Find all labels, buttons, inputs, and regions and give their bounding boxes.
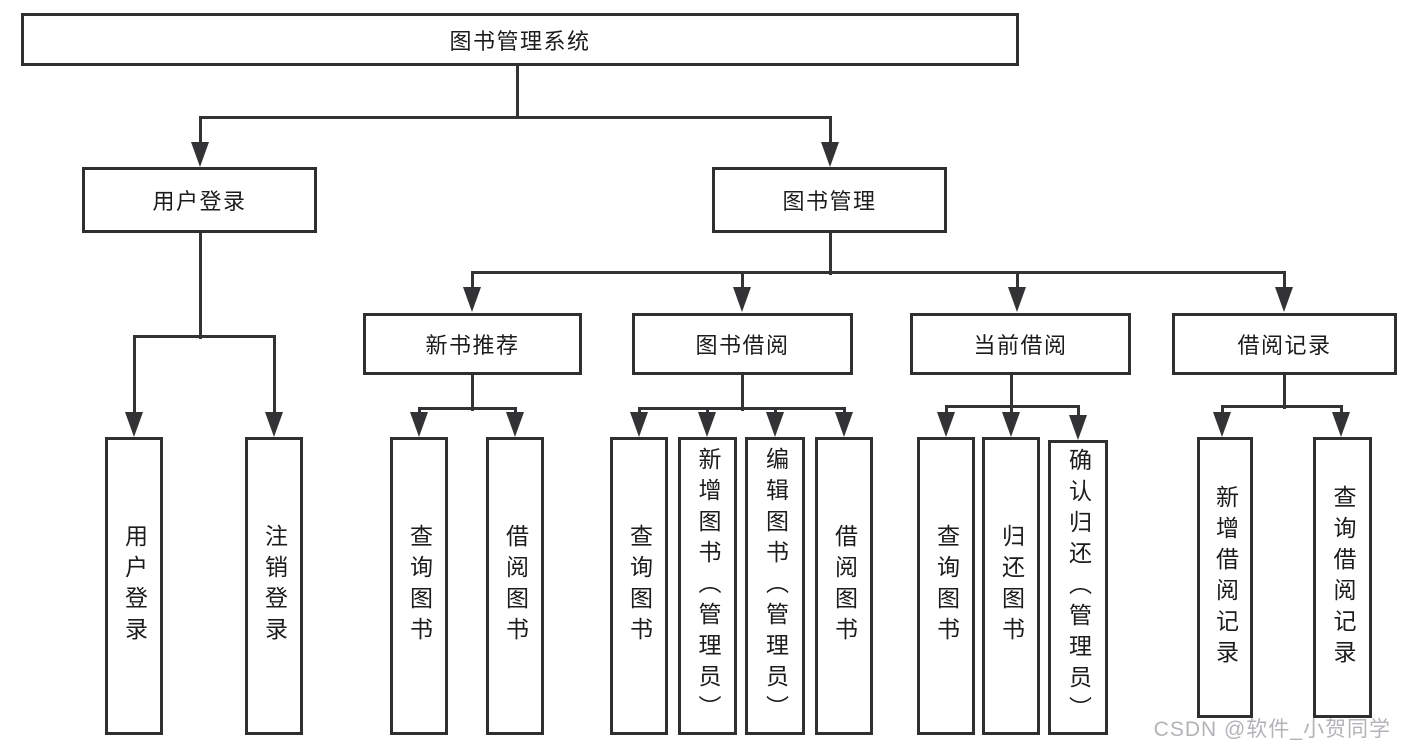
connector-drop: [470, 272, 474, 289]
connector-rail: [198, 115, 832, 119]
arrow-down-icon: [125, 412, 143, 437]
connector-stem: [470, 375, 474, 411]
connector-drop: [944, 406, 948, 414]
arrow-down-icon: [1002, 412, 1020, 437]
node-label: 用户登录: [121, 524, 148, 648]
arrow-down-icon: [463, 287, 481, 312]
node-label: 当前借阅: [973, 333, 1068, 358]
node-label: 编辑图书（管理员）: [762, 446, 789, 726]
connector-drop: [842, 408, 846, 414]
arrow-down-icon: [630, 412, 648, 437]
node-borrow-query-books: 查询图书: [610, 437, 668, 735]
node-label: 注销登录: [261, 524, 288, 648]
arrow-down-icon: [410, 412, 428, 437]
node-record-add: 新增借阅记录: [1197, 437, 1253, 718]
node-label: 借阅记录: [1237, 333, 1332, 358]
arrow-down-icon: [937, 412, 955, 437]
node-book-management: 图书管理: [712, 167, 947, 233]
arrow-down-icon: [1213, 412, 1231, 437]
connector-rail: [1220, 404, 1343, 408]
node-label: 借阅图书: [502, 524, 529, 648]
connector-drop: [740, 272, 744, 289]
node-label: 查询图书: [933, 524, 960, 648]
node-label: 图书借阅: [695, 333, 790, 358]
node-label: 借阅图书: [831, 524, 858, 648]
connector-rail: [470, 270, 1286, 274]
arrow-down-icon: [265, 412, 283, 437]
node-user-login-action: 用户登录: [105, 437, 163, 735]
connector-rail: [132, 334, 276, 338]
node-newbook-query-books: 查询图书: [390, 437, 448, 735]
arrow-down-icon: [191, 142, 209, 167]
node-label: 查询图书: [406, 524, 433, 648]
node-label: 图书管理: [782, 189, 877, 214]
node-label: 用户登录: [152, 189, 247, 214]
arrow-down-icon: [698, 412, 716, 437]
connector-drop: [637, 408, 641, 414]
arrow-down-icon: [1275, 287, 1293, 312]
arrow-down-icon: [1069, 415, 1087, 440]
node-borrow-record: 借阅记录: [1172, 313, 1397, 375]
connector-drop: [132, 336, 136, 414]
node-newbook-borrow-books: 借阅图书: [486, 437, 544, 735]
arrow-down-icon: [821, 142, 839, 167]
node-current-query-books: 查询图书: [917, 437, 975, 735]
connector-drop: [513, 408, 517, 414]
connector-stem: [1282, 375, 1286, 409]
node-record-query: 查询借阅记录: [1313, 437, 1372, 718]
connector-drop: [1015, 272, 1019, 289]
connector-drop: [417, 408, 421, 414]
connector-stem: [515, 66, 519, 119]
arrow-down-icon: [733, 287, 751, 312]
arrow-down-icon: [835, 412, 853, 437]
csdn-watermark: CSDN @软件_小贺同学: [1153, 718, 1391, 741]
node-label: 查询图书: [626, 524, 653, 648]
connector-drop: [198, 117, 202, 144]
node-label: 查询借阅记录: [1330, 484, 1356, 671]
connector-drop: [1282, 272, 1286, 289]
connector-stem: [828, 233, 832, 275]
node-borrow-add-books-admin: 新增图书（管理员）: [678, 437, 737, 735]
connector-rail: [417, 406, 517, 410]
connector-drop: [1339, 406, 1343, 414]
arrow-down-icon: [1332, 412, 1350, 437]
node-user-login: 用户登录: [82, 167, 317, 233]
connector-drop: [1220, 406, 1224, 414]
connector-drop: [828, 117, 832, 144]
node-label: 归还图书: [998, 524, 1025, 648]
connector-stem: [198, 233, 202, 339]
node-label: 新增图书（管理员）: [695, 446, 721, 726]
connector-drop: [705, 408, 709, 414]
connector-drop: [1076, 406, 1080, 417]
node-logout-action: 注销登录: [245, 437, 303, 735]
connector-stem: [1009, 375, 1013, 409]
connector-stem: [740, 375, 744, 411]
node-current-return-books: 归还图书: [982, 437, 1040, 735]
connector-drop: [272, 336, 276, 414]
node-current-borrow: 当前借阅: [910, 313, 1131, 375]
arrow-down-icon: [506, 412, 524, 437]
arrow-down-icon: [1008, 287, 1026, 312]
connector-drop: [1009, 406, 1013, 414]
node-label: 图书管理系统: [449, 28, 591, 54]
arrow-down-icon: [766, 412, 784, 437]
node-label: 新增借阅记录: [1212, 484, 1239, 671]
node-book-borrow: 图书借阅: [632, 313, 853, 375]
node-borrow-edit-books-admin: 编辑图书（管理员）: [745, 437, 805, 735]
connector-rail: [637, 406, 846, 410]
connector-drop: [773, 408, 777, 414]
node-library-system: 图书管理系统: [21, 13, 1019, 66]
node-label: 新书推荐: [425, 333, 520, 358]
node-new-book-recommend: 新书推荐: [363, 313, 582, 375]
node-borrow-borrow-books: 借阅图书: [815, 437, 873, 735]
node-current-confirm-return-admin: 确认归还（管理员）: [1048, 440, 1108, 735]
node-label: 确认归还（管理员）: [1065, 448, 1092, 727]
